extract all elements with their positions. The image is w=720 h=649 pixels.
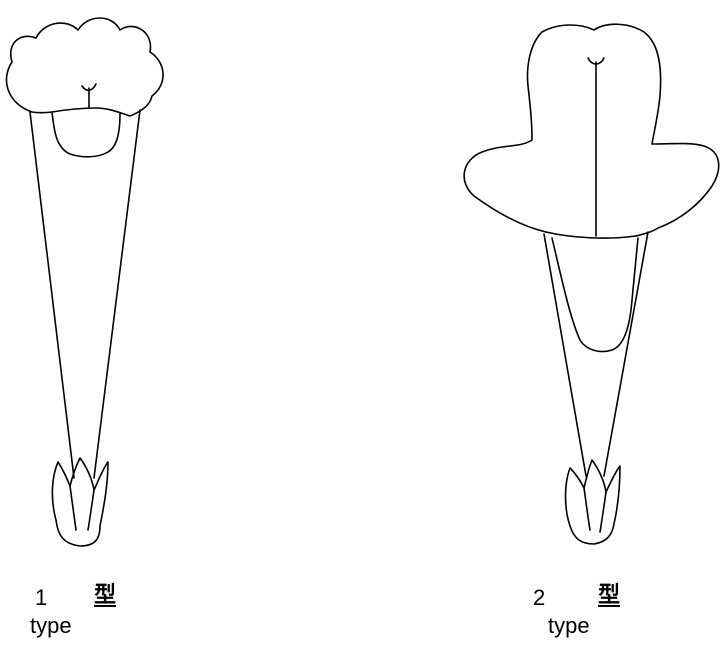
flower-1-lip — [52, 112, 120, 157]
flower-1-calyx-seams — [70, 486, 94, 530]
flower-1-calyx — [52, 458, 108, 546]
figure-2-number: 2 — [533, 587, 545, 609]
figure-1-kanji: 型 — [94, 584, 116, 606]
flower-2-tube-right — [604, 232, 648, 476]
flower-2-inner-tube — [552, 238, 638, 352]
flower-type-2 — [464, 24, 719, 544]
flower-2-calyx — [566, 460, 621, 544]
figure-1-caption: type — [30, 615, 72, 637]
flower-2-calyx-seams — [584, 488, 606, 532]
flower-2-throat — [546, 232, 636, 238]
figure-1-number: 1 — [35, 587, 47, 609]
flower-2-tube-left — [544, 234, 586, 476]
flower-type-1 — [6, 18, 163, 546]
flower-2-corolla-limb — [464, 24, 719, 236]
flower-1-tube-right — [94, 110, 140, 478]
figure-2-kanji: 型 — [598, 584, 620, 606]
flower-1-tube-left — [30, 112, 74, 478]
flower-1-corolla-limb — [6, 18, 163, 116]
figure-2-caption: type — [548, 615, 590, 637]
